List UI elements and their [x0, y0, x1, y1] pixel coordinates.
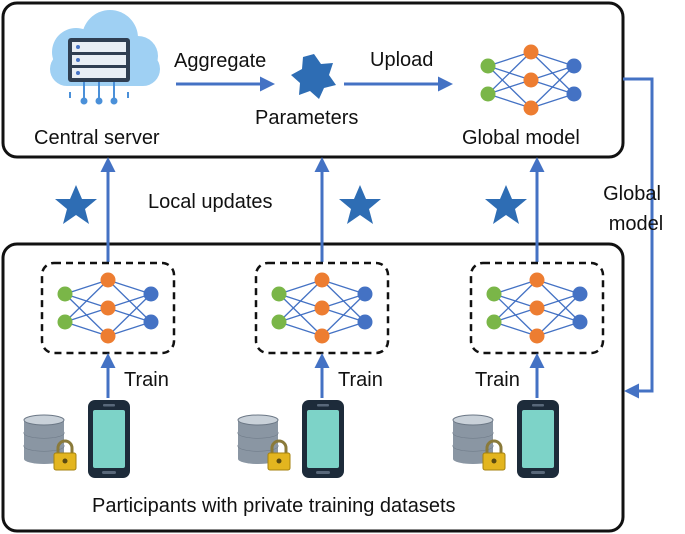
central-server-label: Central server [34, 127, 160, 149]
train-label-1: Train [124, 369, 169, 391]
local-model-network-icon [57, 272, 159, 344]
local-model-network-icon [486, 272, 588, 344]
star-icon [485, 185, 527, 224]
parameters-label: Parameters [255, 107, 359, 129]
participants-caption: Participants with private training datas… [92, 495, 456, 517]
train-label-2: Train [338, 369, 383, 391]
global-model-network-icon [480, 44, 582, 116]
locked-database-icon [23, 414, 77, 471]
upload-label: Upload [370, 49, 434, 71]
parameters-icon [291, 54, 336, 99]
locked-database-icon [452, 414, 506, 471]
smartphone-icon [88, 400, 130, 478]
smartphone-icon [302, 400, 344, 478]
global-model-label: Global model [462, 127, 580, 149]
global-model-feedback-arrow [623, 77, 654, 399]
star-icon [55, 185, 97, 224]
aggregate-label: Aggregate [174, 50, 267, 72]
train-label-3: Train [475, 369, 520, 391]
cloud-server-icon [50, 10, 160, 105]
local-updates-label: Local updates [148, 191, 273, 213]
star-icon [339, 185, 381, 224]
global-model-side-label-line1: Global [603, 183, 661, 205]
global-model-side-label-line2: model [608, 213, 664, 235]
locked-database-icon [237, 414, 291, 471]
smartphone-icon [517, 400, 559, 478]
local-model-network-icon [271, 272, 373, 344]
